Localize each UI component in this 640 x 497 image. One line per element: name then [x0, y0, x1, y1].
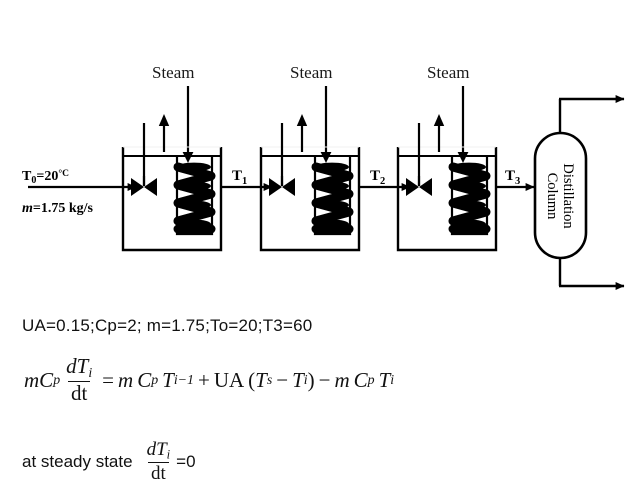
coil-turn-3d: [452, 219, 486, 229]
feed-flow-label: m=1.75 kg/s: [22, 201, 94, 216]
steady-equals-zero: =0: [176, 451, 196, 471]
eq-t3-T: T: [378, 367, 391, 392]
column-label: Distillation Column: [544, 163, 576, 229]
steam-label-3: Steam: [427, 63, 470, 82]
eq-t3-C-sub: p: [367, 372, 375, 388]
stream-label-t3: T3: [505, 168, 520, 187]
coil-turn-1d: [177, 219, 211, 229]
steady-frac-T: T: [156, 439, 167, 460]
eq-Ti: T: [292, 367, 304, 392]
coil-turn-3c: [452, 200, 486, 210]
coil-turn-3a: [452, 162, 486, 172]
vapour-outlet-arrowhead-1: [158, 114, 170, 126]
eq-t3-m: m: [334, 367, 350, 392]
steam-label-1: Steam: [152, 63, 195, 82]
coil-turn-1a: [177, 162, 211, 172]
eq-minus-1: −: [276, 367, 289, 392]
steam-inlet-arrowhead-1: [182, 152, 194, 163]
vapour-outlet-arrowhead-2: [296, 114, 308, 126]
coil-turn-3b: [452, 181, 486, 191]
coil-turn-2a: [315, 162, 349, 172]
column-label-line1: Distillation: [560, 163, 576, 229]
eq-paren-open: (: [248, 367, 256, 392]
steady-frac-numerator: dTi: [144, 440, 174, 462]
eq-frac-d: d: [66, 354, 77, 378]
eq-frac-T: T: [76, 354, 89, 378]
stream-label-t2: T2: [370, 168, 385, 187]
eq-frac-denominator: dt: [67, 381, 91, 404]
steam-label-2: Steam: [290, 63, 333, 82]
steam-inlet-arrowhead-2: [320, 152, 332, 163]
steam-inlet-arrowhead-3: [457, 152, 469, 163]
column-label-line2: Column: [544, 173, 560, 220]
stage-1: Steam: [28, 63, 273, 252]
eq-minus-2: −: [318, 367, 331, 392]
eq-t1-T-sub: i−1: [173, 372, 194, 388]
eq-lhs-m: m: [24, 367, 40, 392]
tank-2: [259, 147, 361, 252]
eq-t3-C: C: [353, 367, 368, 392]
coil-turn-2d: [315, 219, 349, 229]
eq-Ti-sub: i: [303, 372, 308, 388]
eq-paren-close: ): [307, 367, 315, 392]
coil-turn-2b: [315, 181, 349, 191]
eq-Ts: T: [255, 367, 267, 392]
stage-3: Steam T3: [396, 63, 535, 252]
eq-lhs-C-sub: p: [53, 372, 61, 388]
coil-turn-1b: [177, 181, 211, 191]
steady-frac-denominator: dt: [147, 462, 169, 484]
eq-equals: =: [102, 367, 115, 392]
eq-derivative-fraction: dTi dt: [63, 354, 95, 404]
valve-icon-2: [269, 176, 295, 196]
eq-plus: +: [197, 367, 210, 392]
eq-Ts-sub: s: [266, 372, 273, 388]
valve-icon-1: [131, 176, 157, 196]
feed-temperature-label: T0=20°C: [22, 168, 69, 186]
eq-frac-T-sub: i: [88, 364, 93, 380]
stage-2: Steam T2: [259, 63, 411, 252]
eq-ua: UA: [213, 367, 245, 392]
eq-lhs-C: C: [39, 367, 54, 392]
feed-labels: T0=20°C m=1.75 kg/s: [22, 168, 94, 216]
eq-t1-C: C: [137, 367, 152, 392]
steady-frac-d: d: [146, 439, 157, 460]
eq-t1-m: m: [118, 367, 134, 392]
vapour-outlet-arrowhead-3: [433, 114, 445, 126]
distillation-column-icon: Distillation Column: [533, 95, 625, 290]
eq-frac-numerator: dTi: [63, 354, 95, 381]
eq-t1-C-sub: p: [151, 372, 159, 388]
tank-1: [121, 147, 223, 252]
tank-3: [396, 147, 498, 252]
eq-t3-T-sub: i: [390, 372, 395, 388]
steady-frac-T-sub: i: [166, 447, 171, 462]
steady-state-label: at steady state: [22, 451, 133, 471]
valve-icon-3: [406, 176, 432, 196]
coil-turn-1c: [177, 200, 211, 210]
eq-t1-T: T: [162, 367, 174, 392]
process-flow-diagram: Steam: [22, 63, 625, 290]
parameters-line: UA=0.15;Cp=2; m=1.75;To=20;T3=60: [22, 316, 313, 335]
stream-label-t1: T1: [232, 168, 247, 187]
coil-turn-2c: [315, 200, 349, 210]
